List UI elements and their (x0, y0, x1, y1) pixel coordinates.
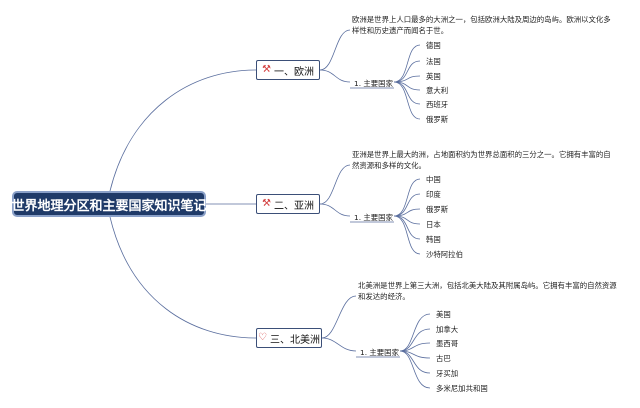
europe-description: 欧洲是世界上人口最多的大洲之一，包括欧洲大陆及周边的岛屿。欧洲以文化多样性和历史… (352, 15, 611, 35)
link-na-sub (321, 337, 357, 352)
root-topic[interactable]: 世界地理分区和主要国家知识笔记 (11, 191, 207, 217)
country-item: 俄罗斯 (426, 205, 449, 214)
tool-icon: ⚒ (262, 198, 271, 209)
asia-sub-label: 1. 主要国家 (354, 213, 393, 222)
link-root-north-america (109, 216, 257, 339)
link-asia-sub (319, 203, 351, 217)
country-item: 德国 (426, 41, 441, 50)
country-item: 古巴 (436, 354, 451, 363)
country-item: 俄罗斯 (426, 115, 449, 124)
country-item: 多米尼加共和国 (436, 384, 488, 393)
link-na-desc (321, 295, 357, 339)
country-item: 印度 (426, 190, 441, 199)
link-asia-desc (319, 164, 351, 205)
asia-description: 亚洲是世界上最大的洲，占地面积约为世界总面积的三分之一。它拥有丰富的自然资源和多… (352, 150, 611, 170)
root-title: 世界地理分区和主要国家知识笔记 (11, 198, 207, 214)
link-europe-sub (319, 69, 351, 83)
country-item: 牙买加 (436, 369, 459, 378)
country-item: 沙特阿拉伯 (426, 250, 463, 259)
europe-sub-label: 1. 主要国家 (354, 79, 393, 88)
country-item: 中国 (426, 175, 441, 184)
branch-north-america-label: 三、北美洲 (269, 334, 320, 346)
north-america-description: 北美洲是世界上第三大洲，包括北美大陆及其附属岛屿。它拥有丰富的自然资源和发达的经… (358, 281, 617, 301)
country-item: 西班牙 (426, 100, 449, 109)
branch-europe[interactable]: ⚒ 一、欧洲 (256, 60, 320, 80)
heart-icon: ♡ (258, 332, 267, 343)
branch-asia-label: 二、亚洲 (273, 200, 314, 212)
country-item: 意大利 (426, 86, 449, 95)
country-item: 法国 (426, 57, 441, 66)
link-europe-desc (319, 29, 351, 71)
branch-asia[interactable]: ⚒ 二、亚洲 (256, 194, 320, 214)
tool-icon: ⚒ (262, 64, 271, 75)
link-root-europe (109, 69, 257, 192)
country-item: 韩国 (426, 235, 441, 244)
branch-north-america[interactable]: ♡ 三、北美洲 (256, 328, 322, 348)
country-item: 加拿大 (436, 325, 459, 334)
branch-europe-label: 一、欧洲 (273, 66, 314, 78)
north-america-sub-label: 1. 主要国家 (360, 348, 399, 357)
country-item: 美国 (436, 310, 451, 319)
country-item: 墨西哥 (436, 339, 459, 348)
country-item: 日本 (426, 220, 441, 229)
country-item: 英国 (426, 72, 441, 81)
